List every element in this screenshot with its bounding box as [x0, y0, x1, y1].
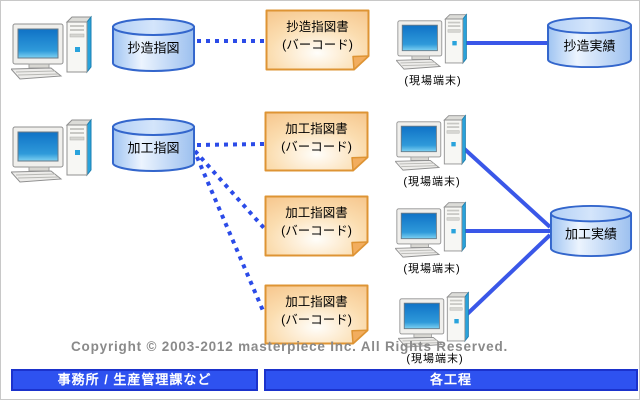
doc-title: 加工指図書 [285, 206, 348, 220]
document-icon [265, 9, 370, 71]
field-terminal-processing-3: (現場端末) [393, 290, 477, 366]
solid-line-terminal4-to-processing-result [460, 233, 552, 321]
doc-processing-sheet-1: 加工指図書 (バーコード) [264, 111, 369, 172]
db-papermaking-result: 抄造実績 [546, 16, 633, 69]
db-processing-instruction: 加工指図 [111, 117, 196, 173]
doc-label: 加工指図書 (バーコード) [264, 204, 369, 240]
db-label: 加工指図 [127, 140, 180, 156]
db-label: 抄造指図 [127, 40, 180, 56]
terminal-caption: (現場端末) [403, 176, 461, 188]
computer-icon [390, 200, 474, 258]
cylinder-icon [549, 204, 633, 258]
terminal-caption: (現場端末) [404, 75, 462, 87]
solid-line-terminal2-to-processing-result [457, 142, 552, 229]
db-label: 抄造実績 [563, 38, 616, 54]
doc-title: 抄造指図書 [286, 20, 349, 34]
dotted-line-processing-instruction-to-sheet3 [195, 156, 266, 314]
doc-subtitle: (バーコード) [282, 38, 353, 52]
field-terminal-papermaking: (現場端末) [391, 12, 475, 88]
computer-icon [11, 14, 95, 80]
cylinder-icon [547, 16, 632, 69]
doc-processing-sheet-2: 加工指図書 (バーコード) [264, 195, 369, 257]
copyright-text: Copyright © 2003-2012 masterpiece Inc. A… [71, 339, 509, 354]
doc-label: 加工指図書 (バーコード) [264, 293, 369, 329]
terminal-caption: (現場端末) [403, 263, 461, 275]
db-papermaking-instruction: 抄造指図 [111, 17, 196, 73]
doc-processing-sheet-3: 加工指図書 (バーコード) [264, 284, 369, 345]
doc-label: 加工指図書 (バーコード) [264, 120, 369, 156]
doc-subtitle: (バーコード) [281, 313, 352, 327]
doc-title: 加工指図書 [285, 122, 348, 136]
zone-bar-office: 事務所 / 生産管理課など [11, 369, 258, 391]
cylinder-icon [111, 118, 196, 172]
field-terminal-processing-1: (現場端末) [390, 113, 474, 189]
doc-label: 抄造指図書 (バーコード) [265, 18, 370, 54]
document-icon [264, 111, 369, 172]
db-label: 加工実績 [564, 226, 617, 242]
zone-bar-processes: 各工程 [264, 369, 638, 391]
db-processing-result: 加工実績 [549, 204, 633, 258]
document-icon [264, 284, 369, 345]
dotted-line-processing-instruction-to-sheet1 [196, 142, 265, 147]
doc-subtitle: (バーコード) [281, 224, 352, 238]
doc-title: 加工指図書 [285, 295, 348, 309]
computer-icon [390, 113, 474, 171]
office-pc-papermaking [11, 14, 95, 80]
dotted-line-processing-instruction-to-sheet2 [193, 149, 266, 230]
terminal-caption: (現場端末) [406, 353, 464, 365]
doc-papermaking-sheet: 抄造指図書 (バーコード) [265, 9, 370, 71]
document-icon [264, 195, 369, 257]
computer-icon [11, 117, 95, 183]
doc-subtitle: (バーコード) [281, 140, 352, 154]
field-terminal-processing-2: (現場端末) [390, 200, 474, 276]
computer-icon [391, 12, 475, 70]
office-pc-processing [11, 117, 95, 183]
cylinder-icon [111, 18, 196, 72]
